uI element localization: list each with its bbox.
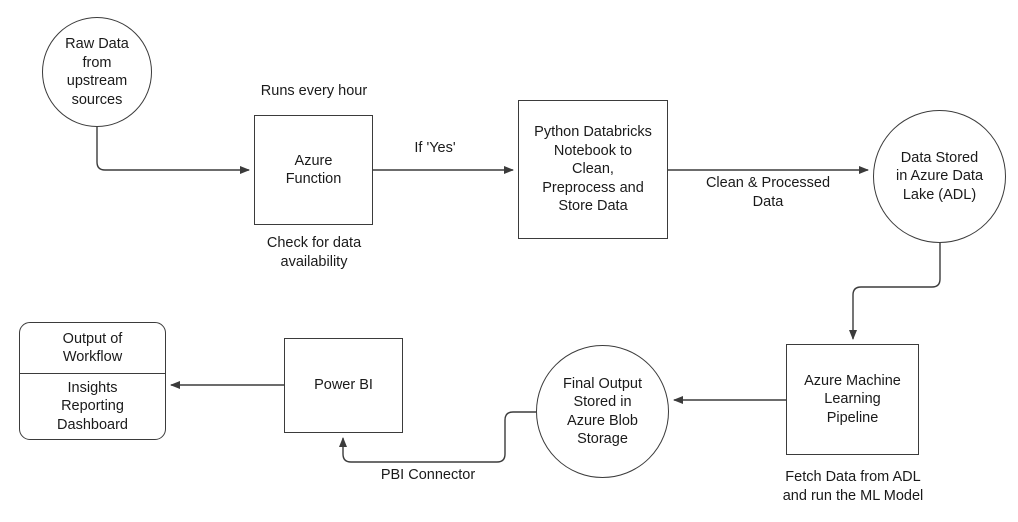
edge-blob-to-powerbi	[339, 411, 536, 463]
label-runs-every-hour: Runs every hour	[260, 83, 368, 99]
label-if-yes: If 'Yes'	[414, 140, 456, 156]
label-fetch-data-from-adl: Fetch Data from ADL and run the ML Model	[782, 469, 924, 504]
node-databricks-notebook[interactable]: Python Databricks Notebook to Clean, Pre…	[518, 100, 668, 239]
node-raw-data-label: Raw Data from upstream sources	[65, 36, 129, 108]
node-azure-function-label: Azure Function	[285, 152, 342, 188]
node-ml-pipeline[interactable]: Azure Machine Learning Pipeline	[786, 344, 919, 455]
node-output-of-workflow[interactable]: Output of Workflow Insights Reporting Da…	[19, 322, 166, 440]
node-blob-storage[interactable]: Final Output Stored in Azure Blob Storag…	[536, 345, 669, 478]
node-blob-storage-label: Final Output Stored in Azure Blob Storag…	[563, 375, 642, 448]
node-azure-function[interactable]: Azure Function	[254, 115, 373, 225]
node-raw-data[interactable]: Raw Data from upstream sources	[42, 17, 152, 127]
node-ml-pipeline-label: Azure Machine Learning Pipeline	[804, 372, 901, 426]
node-databricks-notebook-label: Python Databricks Notebook to Clean, Pre…	[534, 124, 652, 215]
edge-adl-to-mlpipeline	[849, 243, 941, 340]
label-check-for-data-availability: Check for data availability	[266, 235, 362, 270]
node-azure-data-lake[interactable]: Data Stored in Azure Data Lake (ADL)	[873, 110, 1006, 243]
node-power-bi-label: Power BI	[314, 377, 373, 394]
label-clean-and-processed-data: Clean & Processed Data	[705, 175, 831, 210]
edge-rawdata-to-azurefunction	[96, 127, 250, 174]
output-workflow-header: Output of Workflow	[20, 323, 165, 374]
label-pbi-connector: PBI Connector	[380, 467, 476, 483]
node-power-bi[interactable]: Power BI	[284, 338, 403, 433]
node-azure-data-lake-label: Data Stored in Azure Data Lake (ADL)	[895, 149, 984, 203]
output-workflow-body: Insights Reporting Dashboard	[57, 379, 128, 433]
